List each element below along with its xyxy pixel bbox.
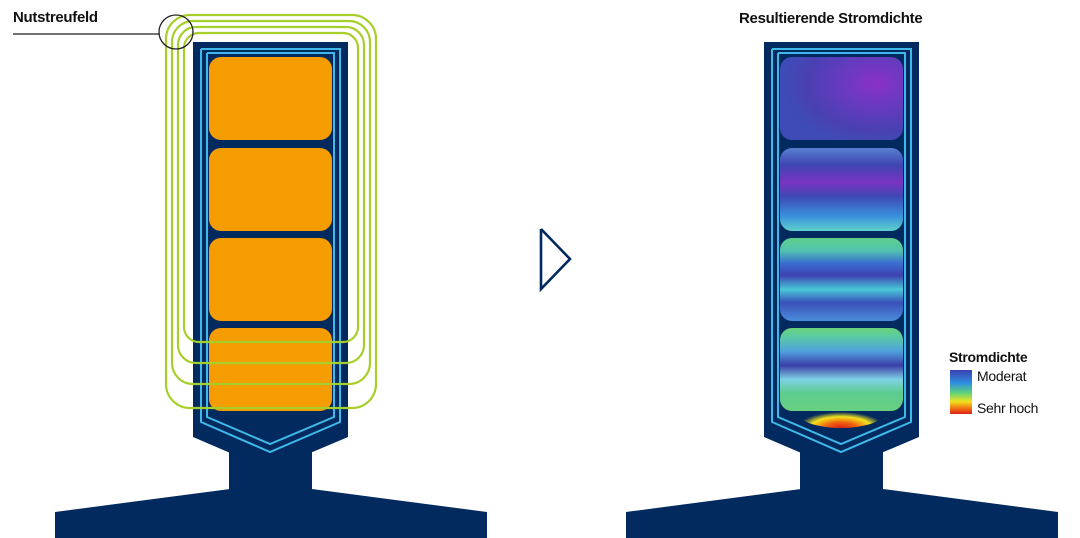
- left-stator-base: [55, 489, 487, 538]
- right-conductor-4: [780, 328, 903, 411]
- callout: [13, 14, 194, 50]
- legend-body: Moderat Sehr hoch: [949, 368, 1074, 418]
- legend: Stromdichte Moderat Sehr hoch: [949, 349, 1074, 418]
- left-slot-outline-outer: [200, 48, 341, 454]
- transition-arrow: [539, 228, 572, 293]
- right-conductor-3: [780, 238, 903, 321]
- legend-title: Stromdichte: [949, 349, 1028, 365]
- field-line-2: [170, 19, 372, 386]
- right-conductors: [780, 57, 903, 428]
- callout-circle: [158, 14, 194, 50]
- right-slot-outline-outer: [771, 48, 912, 454]
- legend-color-scale: [950, 370, 972, 414]
- left-slot-lines: [200, 48, 341, 454]
- field-line-1: [164, 13, 378, 410]
- legend-very-high-label: Sehr hoch: [977, 400, 1039, 416]
- slot-leakage-field-lines: [164, 13, 378, 410]
- right-stator-base: [626, 489, 1058, 538]
- field-line-4: [182, 31, 360, 344]
- field-line-3: [176, 25, 366, 365]
- left-conductor-4: [209, 328, 332, 411]
- hot-spot: [797, 396, 885, 428]
- slot-leakage-field-label: Nutstreufeld: [13, 9, 98, 26]
- left-conductor-2: [209, 148, 332, 231]
- left-conductor-1: [209, 57, 332, 140]
- legend-moderate-label: Moderat: [977, 368, 1027, 384]
- right-conductor-2: [780, 148, 903, 231]
- left-conductors: [209, 57, 332, 411]
- resulting-current-density-title: Resultierende Stromdichte: [739, 10, 923, 27]
- left-conductor-3: [209, 238, 332, 321]
- left-slot-outline-inner: [206, 52, 335, 446]
- right-slot-lines: [771, 48, 912, 454]
- right-conductor-1: [780, 57, 903, 140]
- right-slot-outline-inner: [777, 52, 906, 446]
